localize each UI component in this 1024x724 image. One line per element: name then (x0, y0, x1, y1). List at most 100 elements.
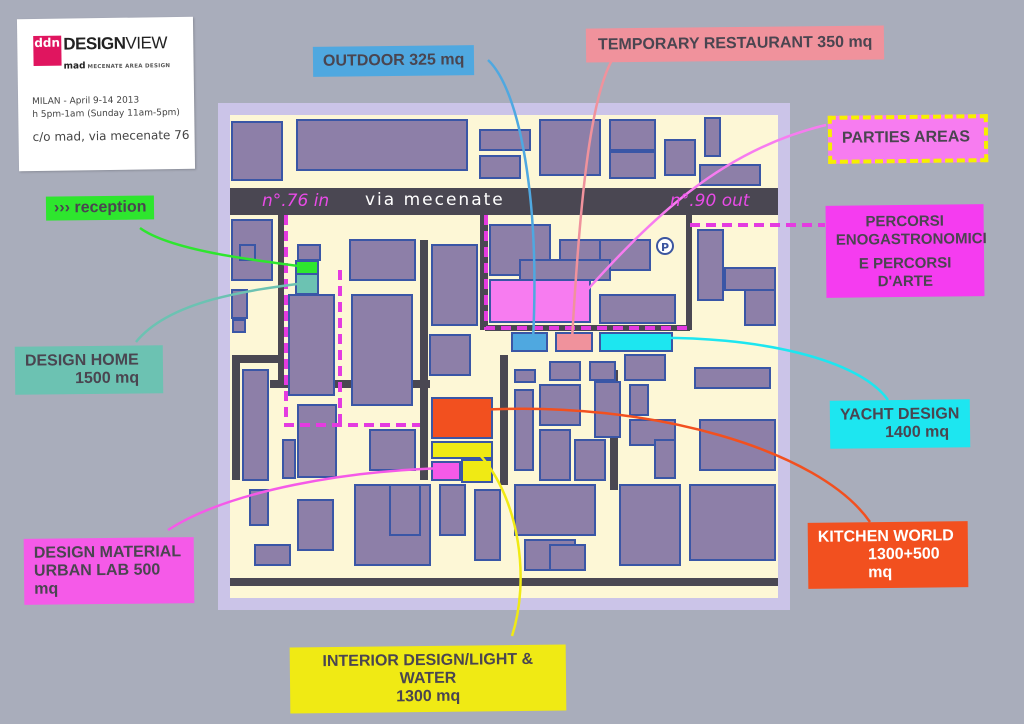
building (514, 484, 596, 536)
logo-title-light: VIEW (125, 33, 168, 53)
logo-title-bold: DESIGN (63, 33, 126, 54)
building (694, 367, 771, 389)
label-text: PERCORSI ENOGASTRONOMICI (835, 212, 987, 249)
building (697, 229, 724, 301)
road (686, 215, 692, 330)
label-text-2: 1400 mq (885, 423, 950, 442)
zone-temporary-restaurant (555, 332, 593, 352)
label-text: TEMPORARY RESTAURANT 350 mq (597, 33, 873, 54)
building (724, 267, 776, 291)
connector-line (479, 454, 522, 637)
label-kitchen-world[interactable]: KITCHEN WORLD 1300+500 mq (807, 521, 969, 589)
building (514, 369, 536, 383)
label-interior-design[interactable]: INTERIOR DESIGN/LIGHT & WATER 1300 mq (289, 644, 567, 714)
building (231, 289, 248, 319)
building (699, 419, 776, 471)
label-temporary-restaurant[interactable]: TEMPORARY RESTAURANT 350 mq (585, 25, 885, 63)
label-design-material[interactable]: DESIGN MATERIAL URBAN LAB 500 mq (23, 537, 195, 605)
building (254, 544, 291, 566)
road (500, 355, 508, 485)
connector-line (639, 336, 890, 401)
building (439, 484, 466, 536)
label-text: KITCHEN WORLD (817, 527, 954, 546)
label-yacht-design[interactable]: YACHT DESIGN 1400 mq (829, 399, 971, 449)
zone-yacht-design (599, 332, 673, 352)
connector-line (167, 466, 451, 532)
building (609, 119, 656, 151)
label-text-2: URBAN LAB 500 mq (33, 561, 161, 598)
road (232, 355, 240, 480)
road (278, 215, 284, 385)
building (249, 489, 269, 526)
building (589, 361, 616, 381)
building (369, 429, 416, 471)
zone-interior-design (431, 441, 493, 459)
building (232, 319, 246, 333)
zone-outdoor (511, 332, 548, 352)
label-text: PARTIES AREAS (841, 128, 971, 147)
label-outdoor[interactable]: OUTDOOR 325 mq (312, 45, 475, 77)
label-parties-areas[interactable]: PARTIES AREAS (827, 114, 989, 164)
building (349, 239, 416, 281)
connector-line (477, 407, 872, 523)
label-text: ››› reception (53, 198, 147, 217)
building (297, 499, 334, 551)
building (474, 489, 501, 561)
label-text: YACHT DESIGN (839, 405, 960, 424)
building (288, 294, 335, 396)
label-design-home[interactable]: DESIGN HOME 1500 mq (14, 345, 164, 395)
road (230, 578, 778, 586)
building (549, 361, 581, 381)
building (699, 164, 761, 186)
connector-line (135, 280, 313, 343)
building (282, 439, 296, 479)
label-text: OUTDOOR 325 mq (322, 51, 465, 70)
label-percorsi[interactable]: PERCORSI ENOGASTRONOMICI E PERCORSI D'AR… (825, 204, 987, 298)
building (539, 384, 581, 426)
event-dates: MILAN - April 9-14 2013 (32, 95, 140, 108)
connector-line (570, 59, 614, 341)
building (654, 439, 676, 479)
building (242, 369, 269, 481)
building (539, 429, 571, 481)
ddn-logo-mark: ddn (33, 35, 62, 67)
building (599, 294, 676, 324)
building (296, 119, 468, 171)
road (232, 355, 280, 363)
building (429, 334, 471, 376)
building (389, 484, 421, 536)
label-reception[interactable]: ››› reception (45, 195, 155, 221)
building (431, 244, 478, 326)
building (744, 289, 776, 326)
zone-design-material (431, 461, 461, 481)
building (479, 155, 521, 179)
entrance-label: n°.76 in (262, 191, 330, 211)
building (629, 384, 649, 416)
building (514, 389, 534, 471)
building (704, 117, 721, 157)
logo-mad: mad (63, 61, 86, 72)
parking-symbol: P (661, 241, 669, 254)
label-text-2: 1500 mq (75, 369, 140, 388)
label-text-2: 1300+500 mq (867, 545, 940, 582)
building (297, 404, 337, 478)
building (609, 151, 656, 179)
building (594, 381, 621, 438)
building (624, 354, 666, 381)
exit-label: n°.90 out (670, 191, 750, 211)
label-text-2: 1300 mq (396, 687, 461, 706)
event-hours: h 5pm-1am (Sunday 11am-5pm) (32, 107, 180, 121)
street-name: via mecenate (365, 190, 505, 210)
building (351, 294, 413, 406)
connector-line (487, 59, 536, 341)
event-address: c/o mad, via mecenate 76 (32, 127, 190, 145)
building (297, 244, 321, 261)
building (664, 139, 696, 176)
parking-icon (656, 237, 674, 255)
building (689, 484, 776, 561)
building (549, 544, 586, 571)
connector-line (579, 123, 827, 299)
